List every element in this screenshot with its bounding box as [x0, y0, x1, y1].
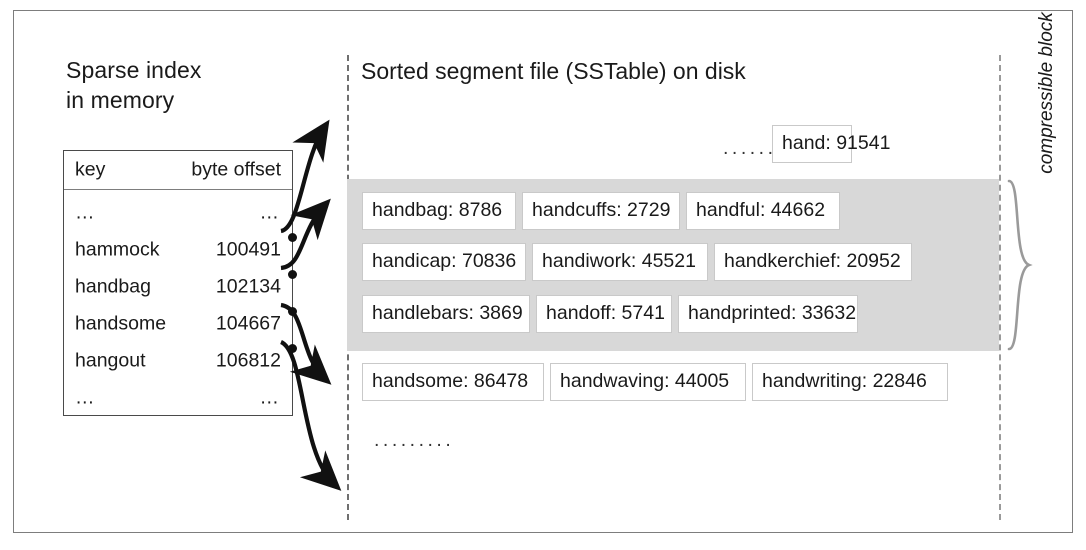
row-offset: 100491: [215, 238, 281, 260]
row-offset: 104667: [215, 312, 281, 334]
sstable-entry: handwaving: 44005: [550, 363, 746, 401]
table-row: … …: [64, 194, 292, 231]
segment-right-boundary-line: [999, 55, 1001, 520]
row-key: handsome: [75, 312, 167, 334]
column-header-key: key: [75, 158, 106, 181]
row-key: hangout: [75, 349, 146, 371]
row-offset: …: [259, 201, 281, 223]
sstable-entry: handsome: 86478: [362, 363, 544, 401]
table-row: handsome 104667: [64, 305, 292, 342]
sstable-entry: handcuffs: 2729: [522, 192, 680, 230]
row-offset: 106812: [215, 349, 281, 371]
connector-dot-handbag: [288, 270, 297, 279]
row-key: …: [75, 201, 97, 223]
table-row: hangout 106812: [64, 342, 292, 379]
diagram-frame: Sparse index in memory key byte offset ……: [13, 10, 1073, 533]
sstable-entry: handoff: 5741: [536, 295, 672, 333]
sstable-entry: handkerchief: 20952: [714, 243, 912, 281]
sparse-index-title-line1: Sparse index: [66, 57, 202, 83]
sparse-index-title: Sparse index in memory: [66, 55, 316, 115]
table-row: hammock 100491: [64, 231, 292, 268]
sparse-index-title-line2: in memory: [66, 87, 175, 113]
arrow-hammock: [280, 119, 330, 234]
row-offset: 102134: [215, 275, 281, 297]
table-header-row: key byte offset: [64, 151, 292, 190]
compressible-block-brace: [1007, 179, 1033, 351]
sstable-entry: handwriting: 22846: [752, 363, 948, 401]
column-header-byte-offset: byte offset: [191, 158, 281, 181]
sstable-entry: handbag: 8786: [362, 192, 516, 230]
trailing-ellipsis: .........: [374, 429, 455, 451]
sstable-entry: handlebars: 3869: [362, 295, 530, 333]
row-key: …: [75, 386, 97, 408]
row-key: handbag: [75, 275, 151, 297]
sparse-index-table: key byte offset … … hammock 100491 handb…: [63, 150, 293, 416]
sstable-entry: handicap: 70836: [362, 243, 526, 281]
arrow-handbag: [280, 198, 331, 271]
sstable-entry: handful: 44662: [686, 192, 840, 230]
table-body: … … hammock 100491 handbag 102134 handso…: [64, 190, 292, 416]
arrow-hangout: [279, 340, 342, 491]
row-key: hammock: [75, 238, 160, 260]
table-row: … …: [64, 379, 292, 416]
sstable-title: Sorted segment file (SSTable) on disk: [361, 58, 746, 84]
table-row: handbag 102134: [64, 268, 292, 305]
row-offset: …: [259, 386, 281, 408]
sstable-entry: handiwork: 45521: [532, 243, 708, 281]
arrow-handsome: [280, 302, 332, 385]
sstable-entry: handprinted: 33632: [678, 295, 858, 333]
